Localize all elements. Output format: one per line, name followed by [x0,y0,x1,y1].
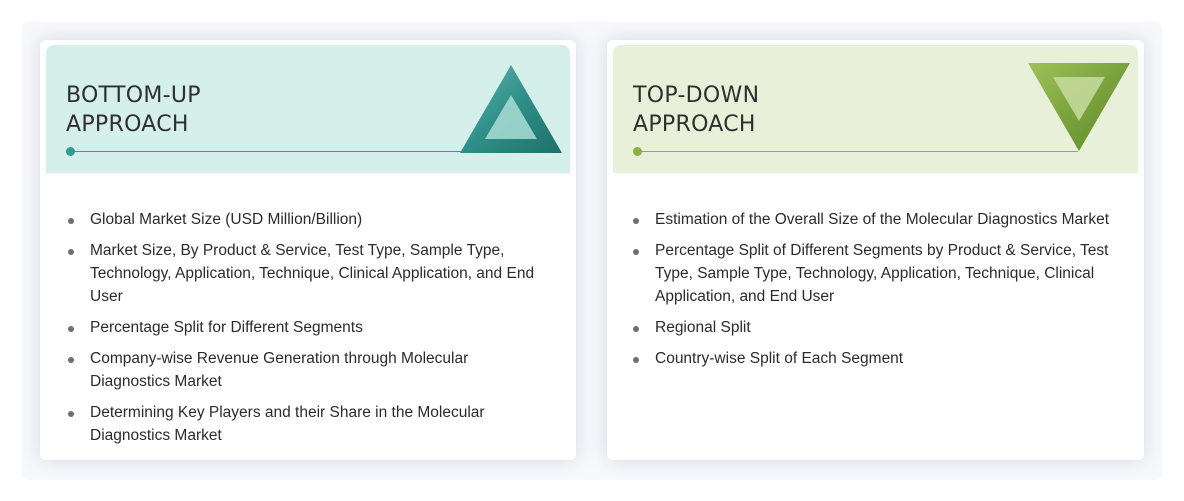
top-down-header: TOP-DOWN APPROACH [613,45,1138,173]
bottom-up-rule-dot [66,147,75,156]
list-item: Percentage Split of Different Segments b… [633,239,1113,308]
top-down-card: TOP-DOWN APPROACH Estimation of the Over… [607,40,1144,460]
top-down-rule-dot [633,147,642,156]
bottom-up-title: BOTTOM-UP APPROACH [66,81,201,139]
bullet-icon [68,326,74,332]
top-down-title-line1: TOP-DOWN [633,83,760,108]
bullet-icon [68,218,74,224]
list-item: Estimation of the Overall Size of the Mo… [633,208,1113,231]
list-item: Regional Split [633,316,1113,339]
bullet-icon [633,357,639,363]
bottom-up-points: Global Market Size (USD Million/Billion)… [68,208,538,455]
bottom-up-rule-line [71,151,471,152]
bullet-icon [68,357,74,363]
upward-triangle-icon [460,65,562,153]
list-item: Percentage Split for Different Segments [68,316,538,339]
top-down-rule-line [638,151,1078,152]
bottom-up-title-line1: BOTTOM-UP [66,83,201,108]
downward-triangle-icon [1028,63,1130,151]
bottom-up-header: BOTTOM-UP APPROACH [46,45,570,173]
top-down-title-line2: APPROACH [633,112,756,137]
bullet-icon [68,411,74,417]
list-item: Determining Key Players and their Share … [68,401,538,447]
list-item: Country-wise Split of Each Segment [633,347,1113,370]
top-down-title: TOP-DOWN APPROACH [633,81,759,139]
bullet-icon [633,218,639,224]
bottom-up-title-line2: APPROACH [66,112,189,137]
list-item: Market Size, By Product & Service, Test … [68,239,538,308]
bullet-icon [633,326,639,332]
bullet-icon [68,249,74,255]
list-item: Company-wise Revenue Generation through … [68,347,538,393]
bullet-icon [633,249,639,255]
list-item: Global Market Size (USD Million/Billion) [68,208,538,231]
top-down-points: Estimation of the Overall Size of the Mo… [633,208,1113,378]
bottom-up-card: BOTTOM-UP APPROACH Global Market Size (U… [40,40,576,460]
